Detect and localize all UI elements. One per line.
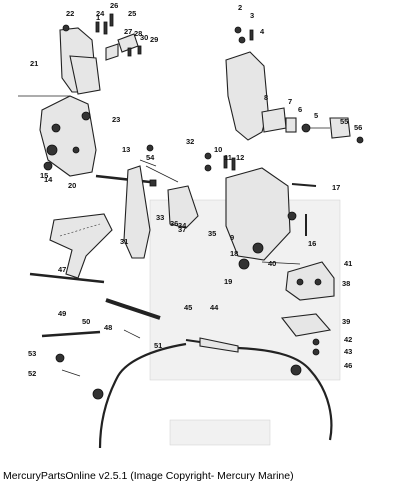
- copyright-footer: MercuryPartsOnline v2.5.1 (Image Copyrig…: [3, 470, 294, 482]
- right-hardware: [238, 183, 317, 270]
- right-clamp-bracket: [225, 26, 364, 144]
- callout-15: 15: [40, 171, 48, 180]
- callout-49: 49: [58, 309, 66, 318]
- callout-50: 50: [82, 317, 90, 326]
- callout-8: 8: [264, 93, 268, 102]
- callout-47: 47: [58, 265, 66, 274]
- callout-53: 53: [28, 349, 36, 358]
- callout-55: 55: [340, 117, 348, 126]
- callout-40: 40: [268, 259, 276, 268]
- cable-assembly: [92, 337, 333, 449]
- tilt-lever: [123, 144, 179, 259]
- callout-2: 2: [238, 3, 242, 12]
- callout-7: 7: [288, 97, 292, 106]
- callout-41: 41: [344, 259, 352, 268]
- callout-18: 18: [230, 249, 238, 258]
- callout-54: 54: [146, 153, 155, 162]
- callout-36: 36: [170, 219, 178, 228]
- callout-6: 6: [298, 105, 302, 114]
- callout-52: 52: [28, 369, 36, 378]
- upper-left-hardware: [62, 13, 142, 61]
- callout-35: 35: [208, 229, 216, 238]
- callout-5: 5: [314, 111, 318, 120]
- callout-27: 27: [124, 27, 132, 36]
- callout-46: 46: [344, 361, 352, 370]
- callout-19: 19: [224, 277, 232, 286]
- callout-29: 29: [150, 35, 158, 44]
- callout-48: 48: [104, 323, 112, 332]
- callout-43: 43: [344, 347, 352, 356]
- callout-23: 23: [112, 115, 120, 124]
- callout-25: 25: [128, 9, 136, 18]
- callout-21: 21: [30, 59, 38, 68]
- callout-13: 13: [122, 145, 130, 154]
- callout-26: 26: [110, 1, 118, 10]
- callout-39: 39: [342, 317, 350, 326]
- callout-10: 10: [214, 145, 222, 154]
- callout-34: 34: [178, 221, 187, 230]
- callout-1: 1: [96, 13, 100, 22]
- callout-32: 32: [186, 137, 194, 146]
- callout-56: 56: [354, 123, 362, 132]
- callout-labels: 1 2 3 4 5 6 7 8 9 10 11 12 13 14 15 16 1…: [28, 1, 362, 378]
- callout-16: 16: [308, 239, 316, 248]
- callout-14: 14: [44, 175, 53, 184]
- callout-17: 17: [332, 183, 340, 192]
- callout-24: 24: [96, 9, 105, 18]
- callout-30: 30: [140, 33, 148, 42]
- callout-22: 22: [66, 9, 74, 18]
- callout-4: 4: [260, 27, 265, 36]
- callout-37: 37: [178, 225, 186, 234]
- callout-20: 20: [68, 181, 76, 190]
- callout-9: 9: [230, 233, 234, 242]
- callout-11: 11: [224, 153, 232, 162]
- callout-45: 45: [184, 303, 192, 312]
- small-bolts: [55, 329, 141, 377]
- callout-42: 42: [344, 335, 352, 344]
- pump-block: [280, 261, 335, 356]
- callout-33: 33: [156, 213, 164, 222]
- exploded-parts-diagram: 1 2 3 4 5 6 7 8 9 10 11 12 13 14 15 16 1…: [18, 1, 364, 449]
- callout-3: 3: [250, 11, 254, 20]
- callout-12: 12: [236, 153, 244, 162]
- callout-28: 28: [134, 29, 142, 38]
- rods: [29, 272, 161, 338]
- center-stern-bracket: [167, 152, 291, 261]
- callout-38: 38: [342, 279, 350, 288]
- left-clamp-bracket: [18, 27, 101, 177]
- through-bolt: [95, 174, 157, 187]
- callout-31: 31: [120, 237, 128, 246]
- callout-44: 44: [210, 303, 219, 312]
- callout-51: 51: [154, 341, 162, 350]
